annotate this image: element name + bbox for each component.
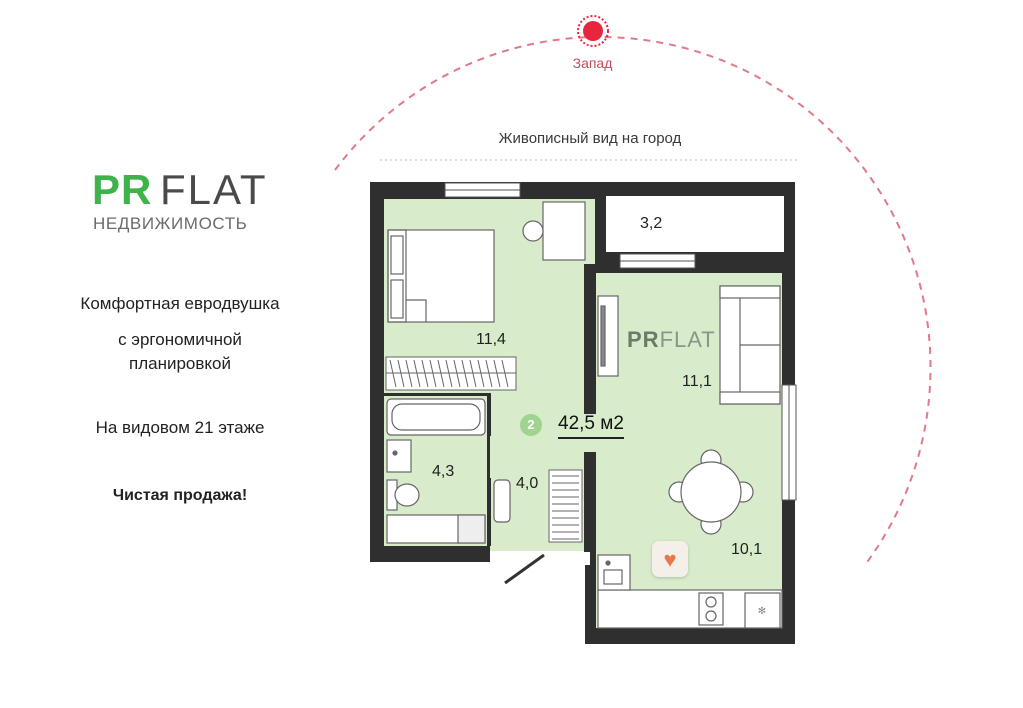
description-line-4: Чистая продажа! <box>112 487 248 504</box>
balcony-floor <box>606 196 784 252</box>
hall-bench-icon <box>493 479 511 523</box>
entrance-door-icon <box>504 553 545 585</box>
orientation-arc <box>334 36 932 566</box>
favorite-button[interactable]: ♥ <box>652 541 688 577</box>
rooms-count-badge: 2 <box>520 414 542 436</box>
svg-text:✻: ✻ <box>758 606 766 617</box>
sink-icon <box>386 439 412 473</box>
toilet-icon <box>386 479 420 511</box>
interior-walls <box>384 264 596 552</box>
dining-table-icon <box>668 449 754 535</box>
windows <box>444 182 797 501</box>
tv-stand-icon <box>597 295 619 377</box>
brand-logo: PR FLAT НЕДВИЖИМОСТЬ <box>92 168 292 238</box>
total-area-text: 42,5 м2 <box>558 412 624 439</box>
watermark-logo: PRFLAT <box>627 327 716 353</box>
desk-icon <box>522 201 586 261</box>
watermark-flat: FLAT <box>659 327 716 352</box>
wardrobe-icon <box>385 356 517 391</box>
heart-icon: ♥ <box>663 547 677 572</box>
stove-icon <box>698 592 724 626</box>
room-area-bathroom: 4,3 <box>432 463 455 480</box>
fridge-icon: ✻ <box>744 592 781 629</box>
logo-flat: FLAT <box>160 166 268 213</box>
washer-icon <box>386 514 486 544</box>
logo-subtitle: НЕДВИЖИМОСТЬ <box>93 214 248 233</box>
room-area-kitchen: 10,1 <box>731 541 763 558</box>
bathtub-icon <box>386 398 486 436</box>
view-label: Живописный вид на город <box>498 130 682 147</box>
room-area-balcony: 3,2 <box>640 215 663 232</box>
hall-closet-icon <box>548 469 583 543</box>
sofa-icon <box>719 285 781 405</box>
description-line-1: Комфортная евродвушка <box>80 294 280 313</box>
compass-direction-label: Запад <box>572 55 613 71</box>
room-area-living: 11,1 <box>682 373 712 390</box>
watermark-pr: PR <box>627 327 660 352</box>
description-line-3: На видовом 21 этаже <box>95 418 265 437</box>
compass-sun-icon <box>577 15 609 47</box>
total-area: 2 42,5 м2 <box>520 412 650 440</box>
room-area-bedroom: 11,4 <box>476 331 506 348</box>
bed-icon <box>387 229 495 323</box>
room-area-hall: 4,0 <box>516 475 539 492</box>
logo-pr: PR <box>92 166 153 213</box>
description-line-2: с эргономичной планировкой <box>118 330 242 373</box>
